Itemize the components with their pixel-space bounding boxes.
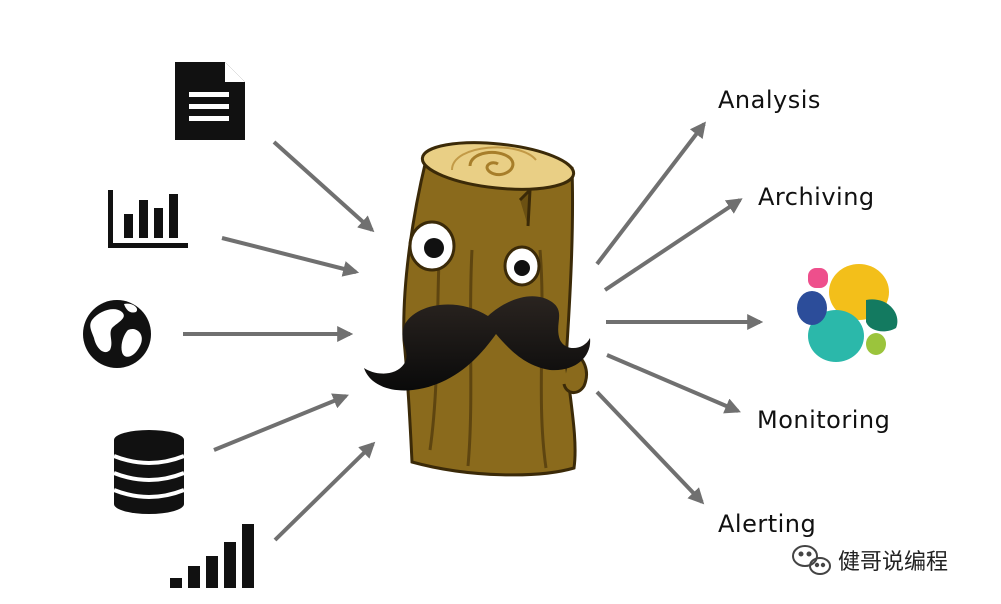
arrow-database xyxy=(213,393,349,452)
arrow-archiving xyxy=(603,198,743,292)
signal-icon xyxy=(170,524,254,588)
database-icon xyxy=(113,430,185,514)
log-mascot-icon xyxy=(364,141,591,477)
output-label-alerting: Alerting xyxy=(718,510,817,538)
elastic-logo-icon xyxy=(797,264,898,362)
globe-icon xyxy=(83,300,151,368)
input-arrows xyxy=(183,140,376,542)
arrow-monitoring xyxy=(606,353,741,414)
output-label-archiving: Archiving xyxy=(758,183,875,211)
output-label-analysis: Analysis xyxy=(718,86,821,114)
watermark-text: 健哥说编程 xyxy=(838,550,949,575)
wechat-icon xyxy=(792,545,831,575)
arrow-chart xyxy=(221,236,360,277)
output-arrows xyxy=(595,121,764,505)
arrow-document xyxy=(272,140,375,233)
document-icon xyxy=(175,62,245,140)
arrow-signal xyxy=(273,441,376,542)
bar-chart-icon xyxy=(108,190,188,248)
arrow-alerting xyxy=(595,390,705,505)
arrow-analysis xyxy=(595,121,706,266)
watermark: 健哥说编程 xyxy=(790,542,948,578)
output-label-monitoring: Monitoring xyxy=(757,406,891,434)
